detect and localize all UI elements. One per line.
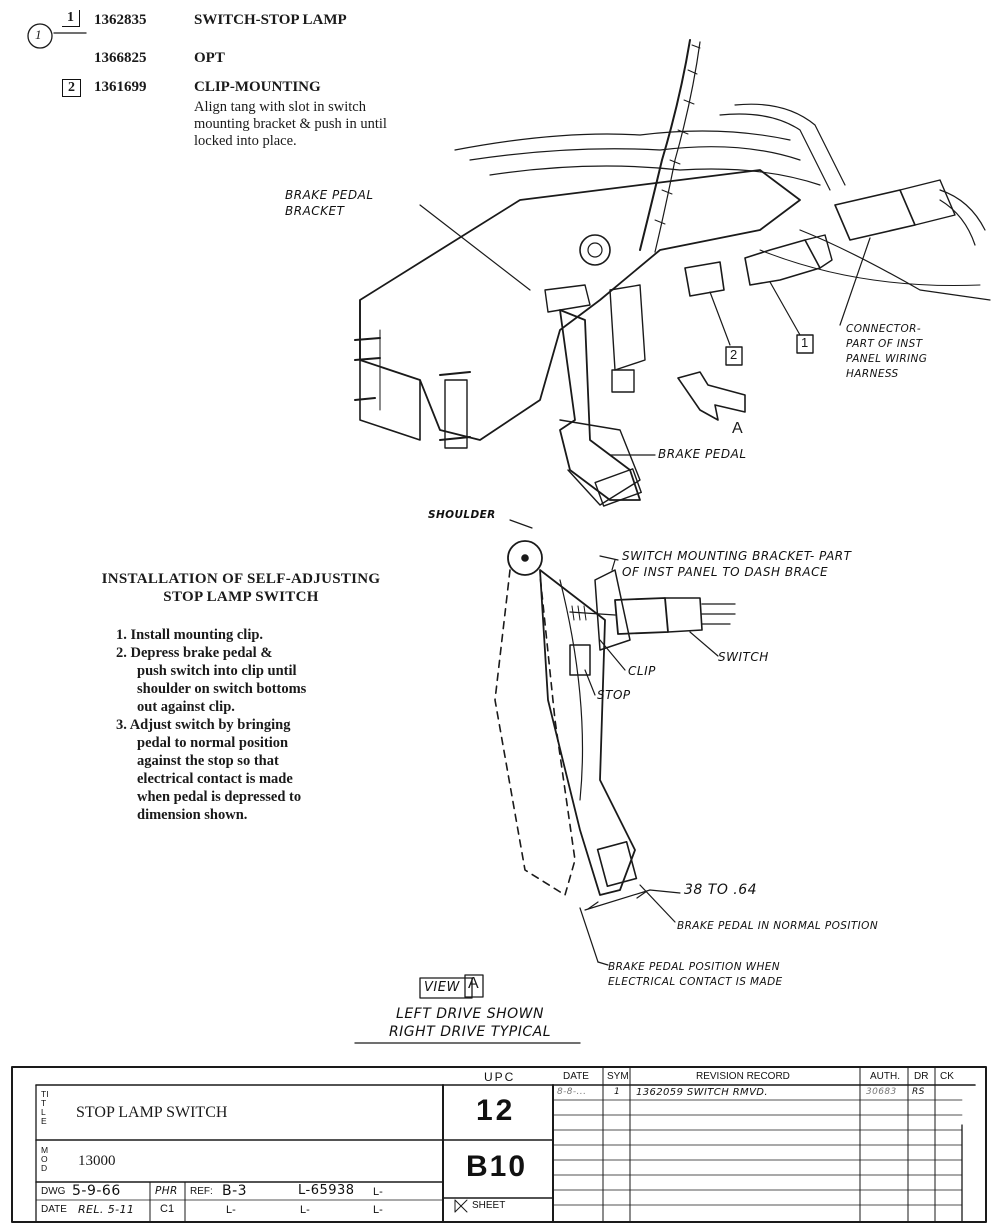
part-number-opt: 1366825 [94, 50, 147, 66]
rev-dr: RS [912, 1087, 925, 1097]
l-prefix-1: L- [373, 1186, 383, 1198]
item-box-label-1: 1 [801, 335, 809, 350]
step-3: 3. Adjust switch by bringing pedal to no… [116, 717, 302, 823]
brake-pedal-bracket-shape [359, 169, 801, 441]
part-note-2: Align tang with slot in switch mounting … [194, 99, 387, 149]
c-code: C1 [160, 1203, 175, 1215]
date-header: DATE [563, 1071, 589, 1082]
title-side-label: TITLE [41, 1089, 49, 1126]
dwg-label: DWG [41, 1186, 66, 1197]
callout-brake-pedal-bracket: BRAKE PEDAL BRACKET [285, 188, 374, 218]
mounting-clip [684, 261, 725, 297]
dwg-initials: PHR [155, 1185, 178, 1197]
part-item-2: 2 [62, 79, 81, 97]
callout-connector: CONNECTOR- PART OF INST PANEL WIRING HAR… [846, 323, 928, 380]
item-box-2 [725, 346, 743, 366]
callout-dimension: 38 TO .64 [684, 882, 758, 898]
rev-sym: 1 [614, 1087, 621, 1097]
part-number-2: 1361699 [94, 79, 147, 95]
upc-header: UPC [484, 1070, 516, 1084]
rel-value: REL. 5-11 [78, 1203, 135, 1216]
title-value: STOP LAMP SWITCH [76, 1104, 228, 1121]
callout-brake-pedal: BRAKE PEDAL [658, 447, 747, 461]
l-prefix-2: L- [226, 1204, 236, 1216]
callout-shoulder: SHOULDER [428, 509, 496, 521]
callout-contact-position: BRAKE PEDAL POSITION WHEN ELECTRICAL CON… [608, 961, 783, 988]
callout-normal-position: BRAKE PEDAL IN NORMAL POSITION [677, 920, 879, 932]
upc-value: 12 [476, 1094, 516, 1127]
wiring-connector [834, 189, 916, 241]
switch-body [614, 597, 669, 635]
steering-cable [639, 39, 691, 251]
pedal-depressed [494, 569, 576, 896]
ref-label: REF: [190, 1186, 213, 1197]
part-item-1: 1 [62, 10, 80, 27]
l-prefix-4: L- [373, 1204, 383, 1216]
l-number-1: L-65938 [298, 1183, 355, 1198]
view-letter: A [468, 975, 479, 992]
mod-value: 13000 [78, 1153, 116, 1169]
part-number-1: 1362835 [94, 12, 147, 28]
instructions-title: INSTALLATION OF SELF-ADJUSTING STOP LAMP… [101, 571, 381, 605]
sym-header: SYM [607, 1071, 629, 1082]
rev-auth: 30683 [866, 1087, 897, 1097]
brake-pedal-arm [559, 309, 641, 501]
item-box-1 [796, 334, 814, 354]
callout-switch-bracket: SWITCH MOUNTING BRACKET- PART OF INST PA… [622, 549, 852, 579]
pedal-normal [539, 569, 636, 896]
view-label: VIEW [424, 980, 460, 995]
drive-note: LEFT DRIVE SHOWN RIGHT DRIVE TYPICAL [388, 1006, 552, 1040]
callout-clip: CLIP [628, 664, 656, 678]
view-label-box [419, 977, 473, 999]
dr-header: DR [914, 1071, 929, 1082]
callout-switch: SWITCH [718, 650, 769, 664]
arrow-letter-a: A [732, 420, 743, 437]
date-label: DATE [41, 1204, 67, 1215]
instructions-steps: 1. Install mounting clip. 2. Depress bra… [116, 626, 306, 824]
sheet-label: SHEET [472, 1200, 506, 1211]
rev-record: 1362059 SWITCH RMVD. [636, 1087, 768, 1098]
ref-value: B-3 [222, 1183, 248, 1199]
circle-marker [27, 23, 53, 49]
pedal-pivot [507, 540, 543, 576]
ck-header: CK [940, 1071, 954, 1082]
item-box-label-2: 2 [730, 347, 738, 362]
part-name-opt: OPT [194, 50, 225, 66]
circle-marker-label: 1 [35, 27, 42, 42]
dwg-date: 5-9-66 [72, 1183, 121, 1199]
callout-stop: STOP [597, 688, 631, 702]
rev-date: 8-8-... [557, 1087, 587, 1097]
revision-header: REVISION RECORD [696, 1071, 790, 1082]
part-name-1: SWITCH-STOP LAMP [194, 12, 347, 28]
title-block-lines [11, 1066, 987, 1223]
mod-side-label: MOD [41, 1145, 49, 1173]
l-prefix-3: L- [300, 1204, 310, 1216]
view-a-arrow [677, 371, 746, 421]
stop-lamp-switch [744, 239, 821, 286]
part-name-2: CLIP-MOUNTING [194, 79, 321, 95]
upper-assembly [354, 39, 991, 507]
group-value: B10 [466, 1150, 528, 1183]
step-1: 1. Install mounting clip. [116, 627, 264, 643]
view-a-diagram [494, 519, 736, 966]
auth-header: AUTH. [870, 1071, 900, 1082]
step-2: 2. Depress brake pedal & push switch int… [116, 645, 307, 715]
